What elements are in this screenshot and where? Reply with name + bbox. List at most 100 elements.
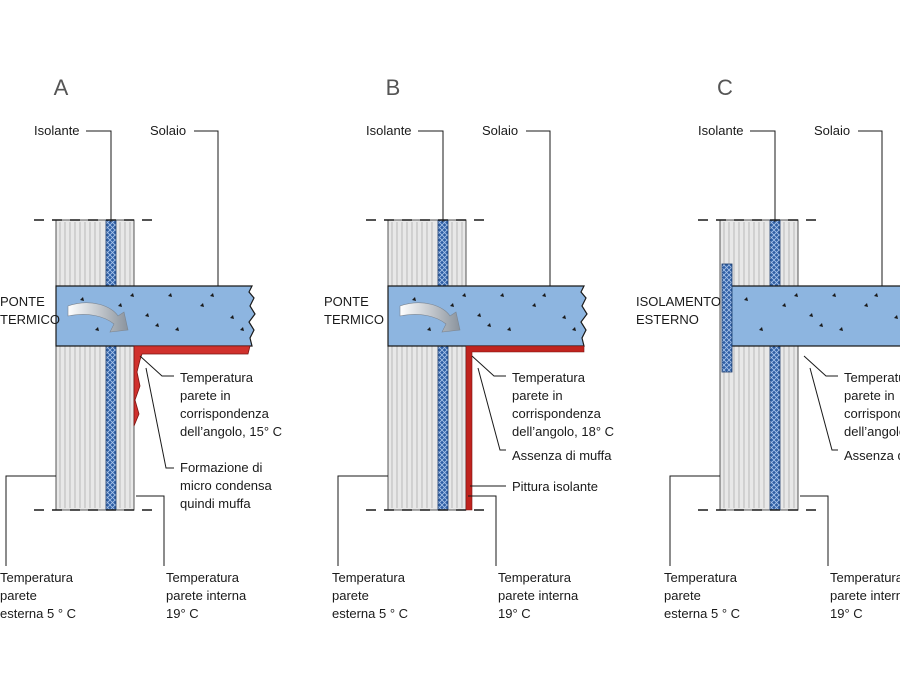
label-corner-temp: corrispondenza [180, 406, 270, 421]
label-temp-ext: Temperatura [0, 570, 74, 585]
label-temp-int: Temperatura [498, 570, 572, 585]
aggregate-mark [427, 327, 431, 331]
aggregate-mark [462, 293, 466, 297]
external-insulation [721, 263, 733, 373]
panel-title: A [54, 75, 69, 100]
label-corner-temp: Temperatura [180, 370, 254, 385]
leader-solaio [858, 130, 883, 286]
aggregate-mark [794, 293, 798, 297]
slab [55, 285, 256, 347]
label-note: micro condensa [180, 478, 273, 493]
label-temp-int: 19° C [498, 606, 531, 621]
label-insulating-paint: Pittura isolante [512, 479, 598, 494]
label-temp-int: parete interna [498, 588, 579, 603]
aggregate-mark [507, 327, 511, 331]
aggregate-mark [168, 293, 172, 297]
leader-note [477, 367, 506, 451]
leader-corner-temp [803, 355, 838, 377]
label-solaio: Solaio [150, 123, 186, 138]
aggregate-mark [809, 313, 813, 317]
mould-area [133, 345, 251, 427]
aggregate-mark [532, 303, 536, 307]
aggregate-mark [450, 303, 454, 307]
aggregate-mark [782, 303, 786, 307]
insulation-layer [105, 219, 117, 511]
leader-temp-int [800, 495, 829, 566]
label-temp-ext: esterna 5 ° C [332, 606, 408, 621]
aggregate-mark [412, 297, 416, 301]
label-temp-int: parete interna [830, 588, 900, 603]
label-temp-ext: Temperatura [664, 570, 738, 585]
aggregate-mark [240, 327, 244, 331]
label-corner-temp: corrispondenza [512, 406, 602, 421]
panel-title: B [386, 75, 401, 100]
insulation-layer [437, 219, 449, 511]
label-temp-int: 19° C [166, 606, 199, 621]
heat-flow-arrow [67, 302, 129, 333]
aggregate-mark [500, 293, 504, 297]
label-isolante: Isolante [698, 123, 744, 138]
label-temp-ext: esterna 5 ° C [664, 606, 740, 621]
aggregate-mark [130, 293, 134, 297]
slab [725, 285, 900, 347]
label-corner-temp: dell’angolo, 15° C [180, 424, 282, 439]
label-temp-ext: parete [0, 588, 37, 603]
slab [387, 285, 588, 347]
aggregate-mark [759, 327, 763, 331]
label-temp-int: parete interna [166, 588, 247, 603]
label-temp-int: 19° C [830, 606, 863, 621]
aggregate-mark [874, 293, 878, 297]
aggregate-mark [145, 313, 149, 317]
label-corner-temp: dell’angolo, 18° C [512, 424, 614, 439]
label-note: quindi muffa [180, 496, 251, 511]
side-label: PONTE [324, 294, 369, 309]
leader-corner-temp [139, 355, 174, 377]
wall-texture [723, 222, 795, 508]
aggregate-mark [230, 315, 234, 319]
aggregate-mark [572, 327, 576, 331]
side-label: ESTERNO [636, 312, 699, 327]
label-temp-ext: parete [664, 588, 701, 603]
label-corner-temp: Temperatura [844, 370, 900, 385]
label-temp-ext: Temperatura [332, 570, 406, 585]
leader-temp-ext [669, 475, 720, 566]
side-label: TERMICO [324, 312, 384, 327]
insulating-paint [465, 345, 585, 511]
wall-texture [59, 222, 131, 508]
leader-note [809, 367, 838, 451]
leader-isolante [86, 130, 112, 222]
leader-temp-ext [337, 475, 388, 566]
aggregate-mark [118, 303, 122, 307]
panel-title: C [717, 75, 733, 100]
side-label: PONTE [0, 294, 45, 309]
label-solaio: Solaio [814, 123, 850, 138]
side-label: ISOLAMENTO [636, 294, 721, 309]
leader-temp-ext [5, 475, 56, 566]
leader-isolante [750, 130, 776, 222]
aggregate-mark [200, 303, 204, 307]
label-corner-temp: dell’angolo [844, 424, 900, 439]
leader-solaio [526, 130, 551, 286]
label-corner-temp: Temperatura [512, 370, 586, 385]
label-corner-temp: corrispondenza [844, 406, 900, 421]
wall-texture [391, 222, 463, 508]
aggregate-mark [487, 323, 491, 327]
label-temp-int: Temperatura [166, 570, 240, 585]
label-corner-temp: parete in [180, 388, 231, 403]
leader-corner-temp [471, 355, 506, 377]
label-note: Assenza di muffa [844, 448, 900, 463]
leader-isolante [418, 130, 444, 222]
insulation-layer [769, 219, 781, 511]
label-isolante: Isolante [34, 123, 80, 138]
leader-note [145, 367, 174, 469]
label-isolante: Isolante [366, 123, 412, 138]
label-temp-ext: parete [332, 588, 369, 603]
label-temp-int: Temperatura [830, 570, 900, 585]
aggregate-mark [894, 315, 898, 319]
side-label: TERMICO [0, 312, 60, 327]
leader-temp-int [136, 495, 165, 566]
